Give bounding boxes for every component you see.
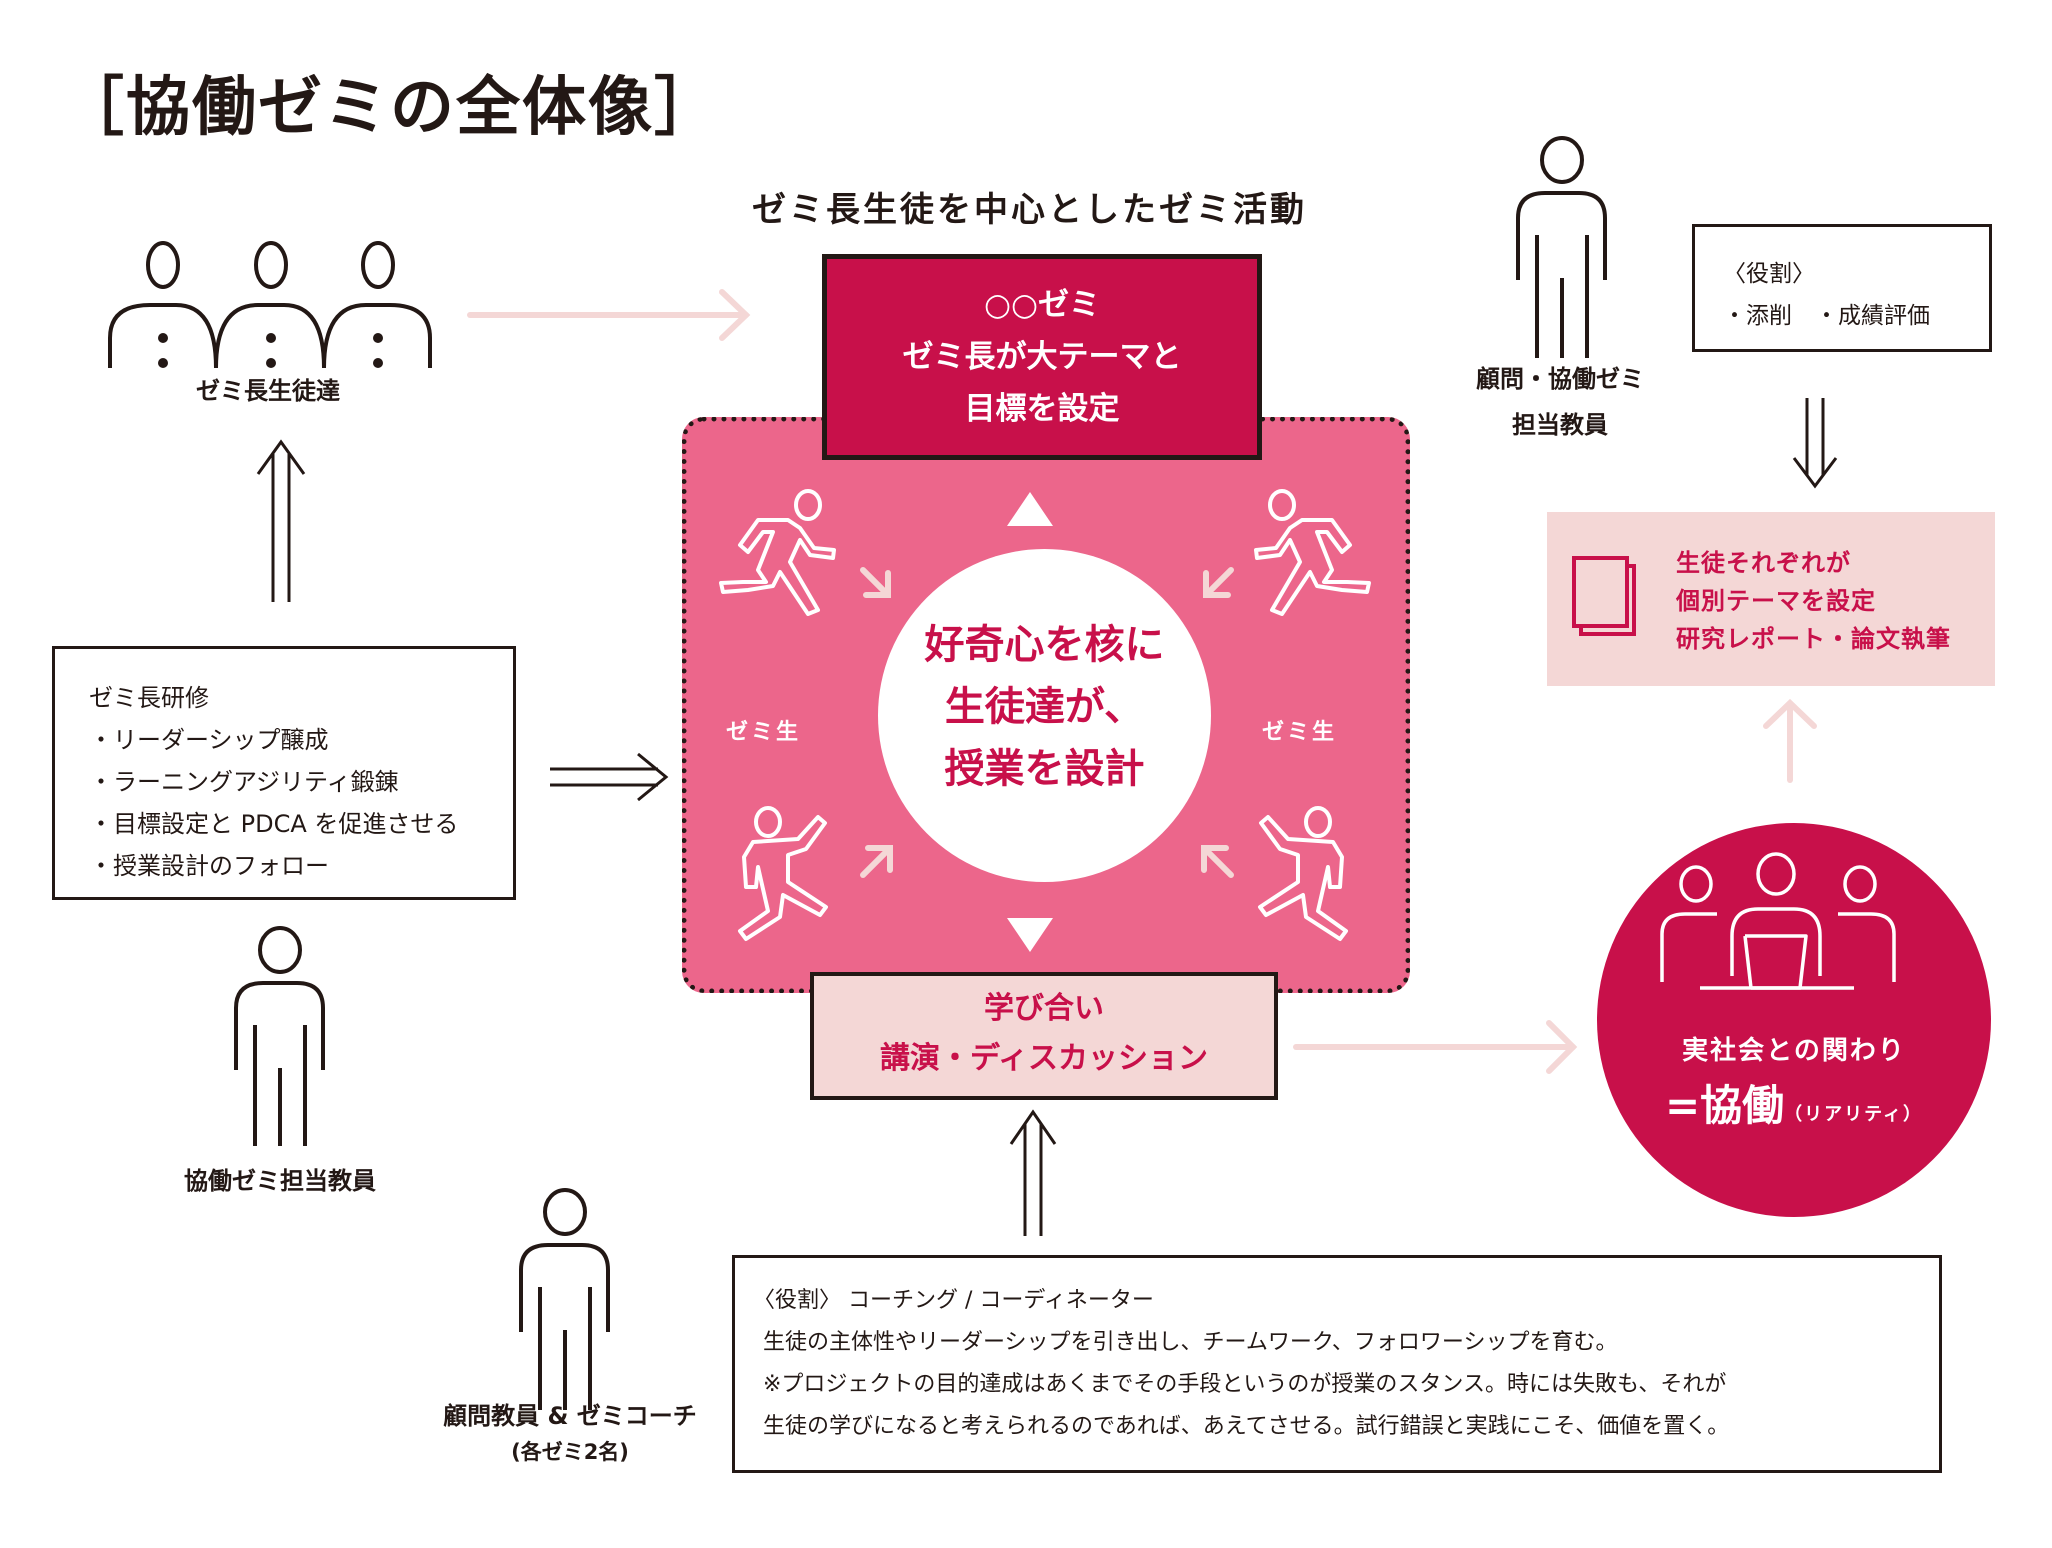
- training-title: ゼミ長研修: [89, 684, 209, 712]
- arrow-right-icon: [467, 289, 751, 341]
- zemi-leaders-label: ゼミ長生徒達: [196, 377, 340, 405]
- manabi-line2: 講演・ディスカッション: [880, 1041, 1208, 1076]
- training-box: ゼミ長研修 ・リーダーシップ醸成 ・ラーニングアジリティ鍛錬 ・目標設定と PD…: [52, 646, 516, 900]
- group-of-three-people-icon: [108, 241, 432, 369]
- reality-subtitle: （リアリティ）: [1784, 1104, 1924, 1125]
- page-title: ［協働ゼミの全体像］: [60, 71, 720, 145]
- advisor-role-items: ・添削 ・成績評価: [1723, 303, 1930, 329]
- arrow-diagonal-icon: [860, 845, 893, 878]
- coach-role-line: ※プロジェクトの目的達成はあくまでその手段というのが授業のスタンス。時には失敗も…: [763, 1372, 1727, 1397]
- coach-role-line: 生徒の学びになると考えられるのであれば、あえてさせる。試行錯誤と実践にこそ、価値…: [763, 1414, 1730, 1439]
- coach-label-line2: (各ゼミ2名): [511, 1440, 629, 1464]
- core-circle: 好奇心を核に 生徒達が、 授業を設計: [878, 549, 1211, 882]
- zemi-student-label-right: ゼミ生: [1262, 720, 1338, 745]
- dancing-person-icon: [738, 806, 828, 941]
- coach-role-line: 生徒の主体性やリーダーシップを引き出し、チームワーク、フォロワーシップを育む。: [763, 1330, 1618, 1355]
- training-item: ・ラーニングアジリティ鍛錬: [89, 768, 399, 796]
- coach-role-title: 〈役割〉 コーチング / コーディネーター: [753, 1288, 1154, 1313]
- mutual-learning-box: 学び合い 講演・ディスカッション: [810, 972, 1278, 1100]
- running-person-icon: [1254, 489, 1371, 616]
- double-arrow-right-icon: [550, 752, 669, 802]
- documents-icon: [1572, 556, 1636, 636]
- triangle-up-icon: [1007, 492, 1053, 526]
- arrow-diagonal-icon: [860, 567, 891, 598]
- reality-collab: =協働: [1664, 1081, 1785, 1130]
- zemi-box-line2: ゼミ長が大テーマと: [902, 339, 1182, 375]
- double-arrow-up-icon: [1009, 1109, 1057, 1236]
- person-icon: [519, 1188, 610, 1410]
- dancing-person-icon: [1258, 806, 1348, 941]
- triangle-down-icon: [1007, 918, 1053, 952]
- arrow-diagonal-icon: [1203, 567, 1234, 598]
- zemi-box-line1: ○○ゼミ: [983, 287, 1101, 323]
- coach-label-line1: 顧問教員 & ゼミコーチ: [443, 1402, 697, 1430]
- individual-research-text: 生徒それぞれが 個別テーマを設定 研究レポート・論文執筆: [1676, 544, 1951, 658]
- zemi-box-line3: 目標を設定: [964, 391, 1120, 427]
- right-teacher-label: 顧問・協働ゼミ 担当教員: [1460, 356, 1660, 448]
- individual-line3: 研究レポート・論文執筆: [1676, 625, 1951, 653]
- double-arrow-up-icon: [256, 439, 306, 602]
- meeting-with-laptop-icon: [1660, 852, 1896, 990]
- training-item: ・目標設定と PDCA を促進させる: [89, 810, 459, 838]
- running-person-icon: [719, 489, 836, 616]
- training-item: ・リーダーシップ醸成: [89, 726, 329, 754]
- coach-role-box: 〈役割〉 コーチング / コーディネーター 生徒の主体性やリーダーシップを引き出…: [732, 1255, 1942, 1473]
- advisor-role-title: 〈役割〉: [1723, 261, 1815, 287]
- right-teacher-label-line1: 顧問・協働ゼミ: [1476, 365, 1644, 393]
- reality-line1: 実社会との関わり: [1682, 1036, 1906, 1066]
- advisor-role-box: 〈役割〉 ・添削 ・成績評価: [1692, 224, 1992, 352]
- training-item: ・授業設計のフォロー: [89, 852, 329, 880]
- zemi-theme-box: ○○ゼミ ゼミ長が大テーマと 目標を設定: [822, 254, 1262, 460]
- right-teacher-label-line2: 担当教員: [1512, 411, 1608, 439]
- individual-line1: 生徒それぞれが: [1676, 549, 1851, 577]
- core-line2: 生徒達が、: [944, 684, 1145, 730]
- core-line1: 好奇心を核に: [924, 622, 1165, 668]
- left-teacher-label: 協働ゼミ担当教員: [184, 1167, 376, 1195]
- arrow-diagonal-icon: [1201, 845, 1234, 878]
- coach-label: 顧問教員 & ゼミコーチ (各ゼミ2名): [420, 1398, 720, 1470]
- zemi-student-label-left: ゼミ生: [726, 720, 802, 745]
- core-line3: 授業を設計: [944, 746, 1145, 792]
- arrow-right-icon: [1293, 1020, 1578, 1074]
- arrow-up-icon: [1763, 698, 1817, 783]
- person-icon: [1516, 136, 1607, 358]
- manabi-line1: 学び合い: [984, 991, 1104, 1026]
- individual-line2: 個別テーマを設定: [1676, 587, 1876, 615]
- double-arrow-down-icon: [1792, 398, 1838, 489]
- person-icon: [234, 926, 325, 1146]
- reality-circle: [1597, 823, 1991, 1217]
- reality-line2: =協働（リアリティ）: [1597, 1072, 1991, 1133]
- center-heading: ゼミ長生徒を中心としたゼミ活動: [752, 190, 1307, 230]
